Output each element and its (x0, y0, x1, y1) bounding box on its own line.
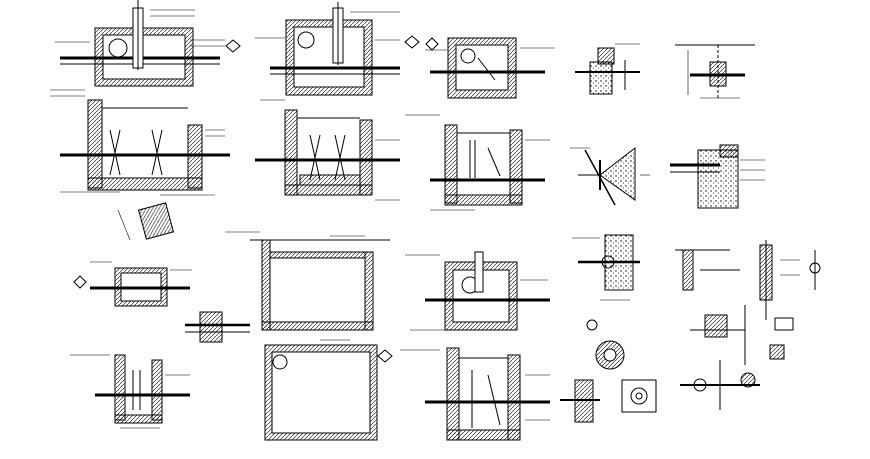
pipe-support-detail (675, 44, 755, 100)
small-chamber-section (70, 354, 190, 429)
chamber-plan-1 (55, 0, 241, 87)
chamber-section-1 (50, 89, 230, 196)
chamber-plan-3 (425, 37, 555, 99)
chamber-plan-4 (405, 251, 550, 331)
chamber-section-2 (255, 99, 400, 201)
chamber-section-3 (405, 114, 550, 211)
anchor-block-detail (572, 234, 640, 301)
chamber-section-4 (400, 347, 550, 441)
chamber-plan-2 (255, 2, 420, 96)
pipe-through-wall-detail (185, 311, 250, 343)
small-chamber-plan (73, 261, 192, 307)
pipe-wall-detail (575, 43, 640, 95)
cover-detail (560, 319, 657, 423)
pipe-wall-detail-small (117, 202, 175, 241)
tank-section (225, 231, 390, 331)
fittings-detail (675, 240, 821, 410)
thrust-block-1 (570, 146, 650, 206)
thrust-block-2 (670, 144, 765, 209)
tank-plan (264, 339, 393, 441)
